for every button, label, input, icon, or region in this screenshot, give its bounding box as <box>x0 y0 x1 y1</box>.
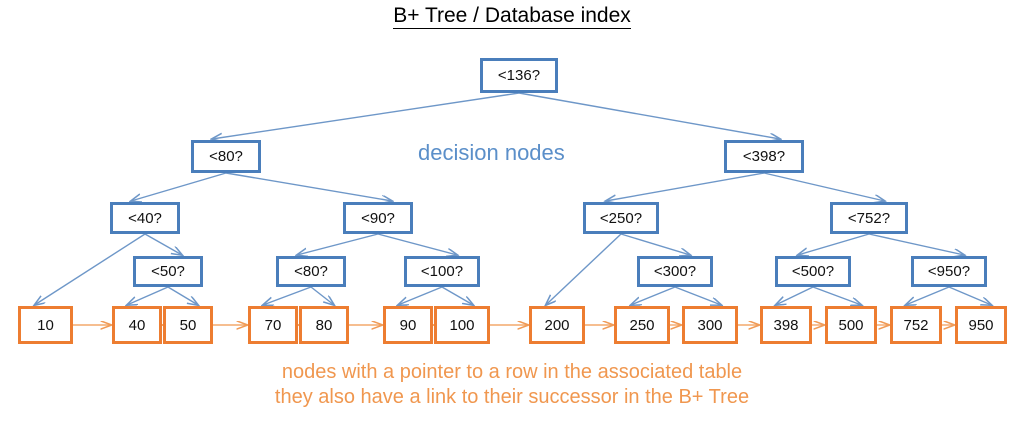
node-label: <950? <box>927 263 971 280</box>
edge-n300-to-l250 <box>631 286 676 305</box>
edge-n136-to-n398 <box>518 92 780 139</box>
node-label: <752? <box>847 209 891 227</box>
decision-node-n136[interactable]: <136? <box>480 58 558 93</box>
node-label: 300 <box>697 316 723 334</box>
edge-n50-to-l50 <box>167 286 198 305</box>
node-label: 80 <box>315 316 333 334</box>
page-title-text: B+ Tree / Database index <box>393 4 631 29</box>
node-label: <80? <box>294 263 328 280</box>
leaf-node-l500[interactable]: 500 <box>825 306 877 344</box>
edge-n80b-to-l80 <box>310 286 334 305</box>
edge-n250-to-l200 <box>546 233 622 305</box>
edge-n90-to-n80b <box>297 233 379 255</box>
edge-n950-to-l950 <box>948 286 991 305</box>
node-label: 250 <box>629 316 655 334</box>
edge-n50-to-l40 <box>127 286 169 305</box>
leaf-node-l50[interactable]: 50 <box>163 306 213 344</box>
node-label: 50 <box>179 316 197 334</box>
leaf-node-l200[interactable]: 200 <box>529 306 585 344</box>
decision-node-n40[interactable]: <40? <box>110 202 180 234</box>
edge-n752-to-n950 <box>868 233 964 255</box>
edge-n398-to-n752 <box>763 172 885 201</box>
edge-n80b-to-l70 <box>263 286 312 305</box>
edge-n80a-to-n40 <box>131 172 227 201</box>
page-title: B+ Tree / Database index <box>0 4 1024 29</box>
node-label: 90 <box>399 316 417 334</box>
leaf-node-l40[interactable]: 40 <box>112 306 162 344</box>
edge-n100-to-l100 <box>441 286 473 305</box>
node-label: <500? <box>791 263 835 280</box>
edge-n40-to-n50 <box>144 233 182 255</box>
leaf-node-l950[interactable]: 950 <box>955 306 1007 344</box>
edge-n500-to-l398 <box>776 286 814 305</box>
node-label: <300? <box>653 263 697 280</box>
node-label: 950 <box>968 316 994 334</box>
node-label: 40 <box>128 316 146 334</box>
leaf-node-l398[interactable]: 398 <box>760 306 812 344</box>
leaf-node-l752[interactable]: 752 <box>890 306 942 344</box>
node-label: <50? <box>151 263 185 280</box>
decision-node-n250[interactable]: <250? <box>583 202 659 234</box>
node-label: <136? <box>497 67 541 84</box>
edge-n300-to-l300 <box>674 286 721 305</box>
edge-n136-to-n80a <box>212 92 520 139</box>
decision-node-n950[interactable]: <950? <box>911 256 987 287</box>
caption-line-2: they also have a link to their successor… <box>274 386 750 408</box>
leaf-node-l10[interactable]: 10 <box>18 306 73 344</box>
decision-node-n50[interactable]: <50? <box>133 256 203 287</box>
leaf-node-l300[interactable]: 300 <box>682 306 738 344</box>
decision-nodes-label: decision nodes <box>418 140 565 165</box>
edge-n500-to-l500 <box>812 286 861 305</box>
decision-node-n90[interactable]: <90? <box>343 202 413 234</box>
decision-node-n100[interactable]: <100? <box>404 256 480 287</box>
edge-n250-to-n300 <box>620 233 690 255</box>
decision-node-n80a[interactable]: <80? <box>191 140 261 173</box>
decision-node-n300[interactable]: <300? <box>637 256 713 287</box>
leaf-node-l90[interactable]: 90 <box>383 306 433 344</box>
decision-node-n80b[interactable]: <80? <box>276 256 346 287</box>
node-label: <398? <box>742 148 786 165</box>
node-label: 200 <box>544 316 570 334</box>
decision-node-n752[interactable]: <752? <box>830 202 908 234</box>
node-label: 752 <box>903 316 929 334</box>
leaf-node-l100[interactable]: 100 <box>434 306 490 344</box>
edge-n100-to-l90 <box>398 286 443 305</box>
node-label: <100? <box>420 263 464 280</box>
edge-n90-to-n100 <box>377 233 457 255</box>
leaf-node-l250[interactable]: 250 <box>614 306 670 344</box>
node-label: 100 <box>449 316 475 334</box>
caption-line-1: nodes with a pointer to a row in the ass… <box>281 361 743 383</box>
node-label: 10 <box>37 316 54 334</box>
edge-n398-to-n250 <box>606 172 765 201</box>
node-label: 398 <box>773 316 799 334</box>
leaf-node-l70[interactable]: 70 <box>248 306 298 344</box>
node-label: 70 <box>264 316 282 334</box>
node-label: 500 <box>838 316 864 334</box>
edge-n950-to-l752 <box>906 286 950 305</box>
edge-n752-to-n500 <box>798 233 870 255</box>
node-label: <40? <box>128 209 162 227</box>
node-label: <250? <box>599 209 643 227</box>
edge-n80a-to-n90 <box>225 172 392 201</box>
decision-node-n398[interactable]: <398? <box>724 140 804 173</box>
leaf-caption: nodes with a pointer to a row in the ass… <box>0 360 1024 410</box>
decision-node-n500[interactable]: <500? <box>775 256 851 287</box>
node-label: <90? <box>361 209 395 227</box>
leaf-node-l80[interactable]: 80 <box>299 306 349 344</box>
node-label: <80? <box>209 148 243 165</box>
edge-n40-to-l10 <box>35 233 146 305</box>
